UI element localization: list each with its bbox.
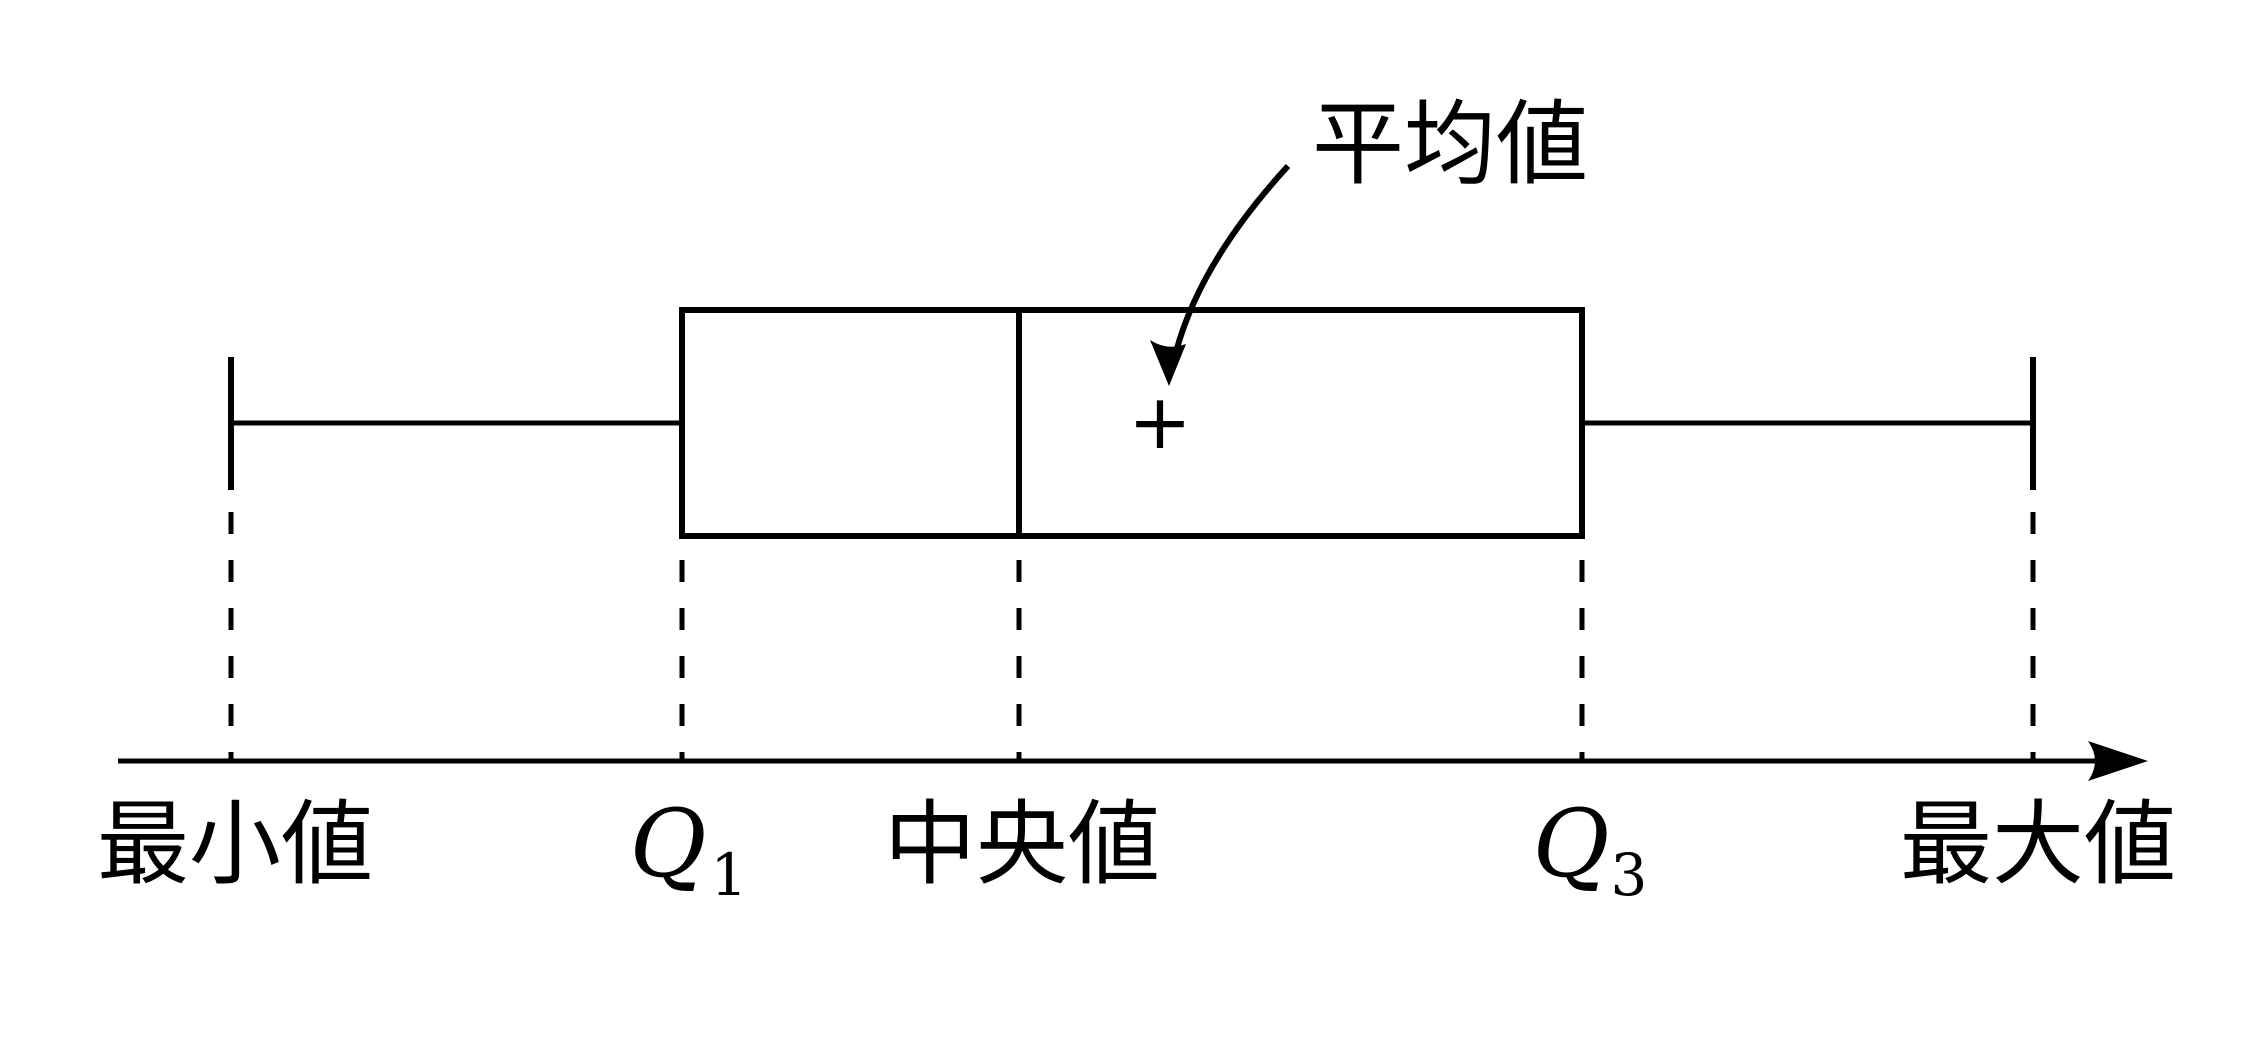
iqr-box: [679, 307, 1585, 539]
max-label: 最大値: [1900, 791, 2176, 898]
mean-arrowhead-icon: [1150, 340, 1186, 386]
x-axis-arrowhead-icon: [2088, 741, 2148, 781]
mean-label: 平均値: [1312, 91, 1588, 198]
q1-label-subscript: 1: [711, 841, 748, 909]
mean-marker: +: [1128, 377, 1192, 466]
q3-label-subscript: 3: [1611, 841, 1648, 909]
min-label: 最小値: [97, 791, 373, 898]
median-label: 中央値: [884, 791, 1160, 898]
q3-label-base: Q: [1532, 790, 1609, 899]
q1-label-base: Q: [629, 790, 706, 899]
mean-arrow-curve: [1173, 163, 1291, 353]
